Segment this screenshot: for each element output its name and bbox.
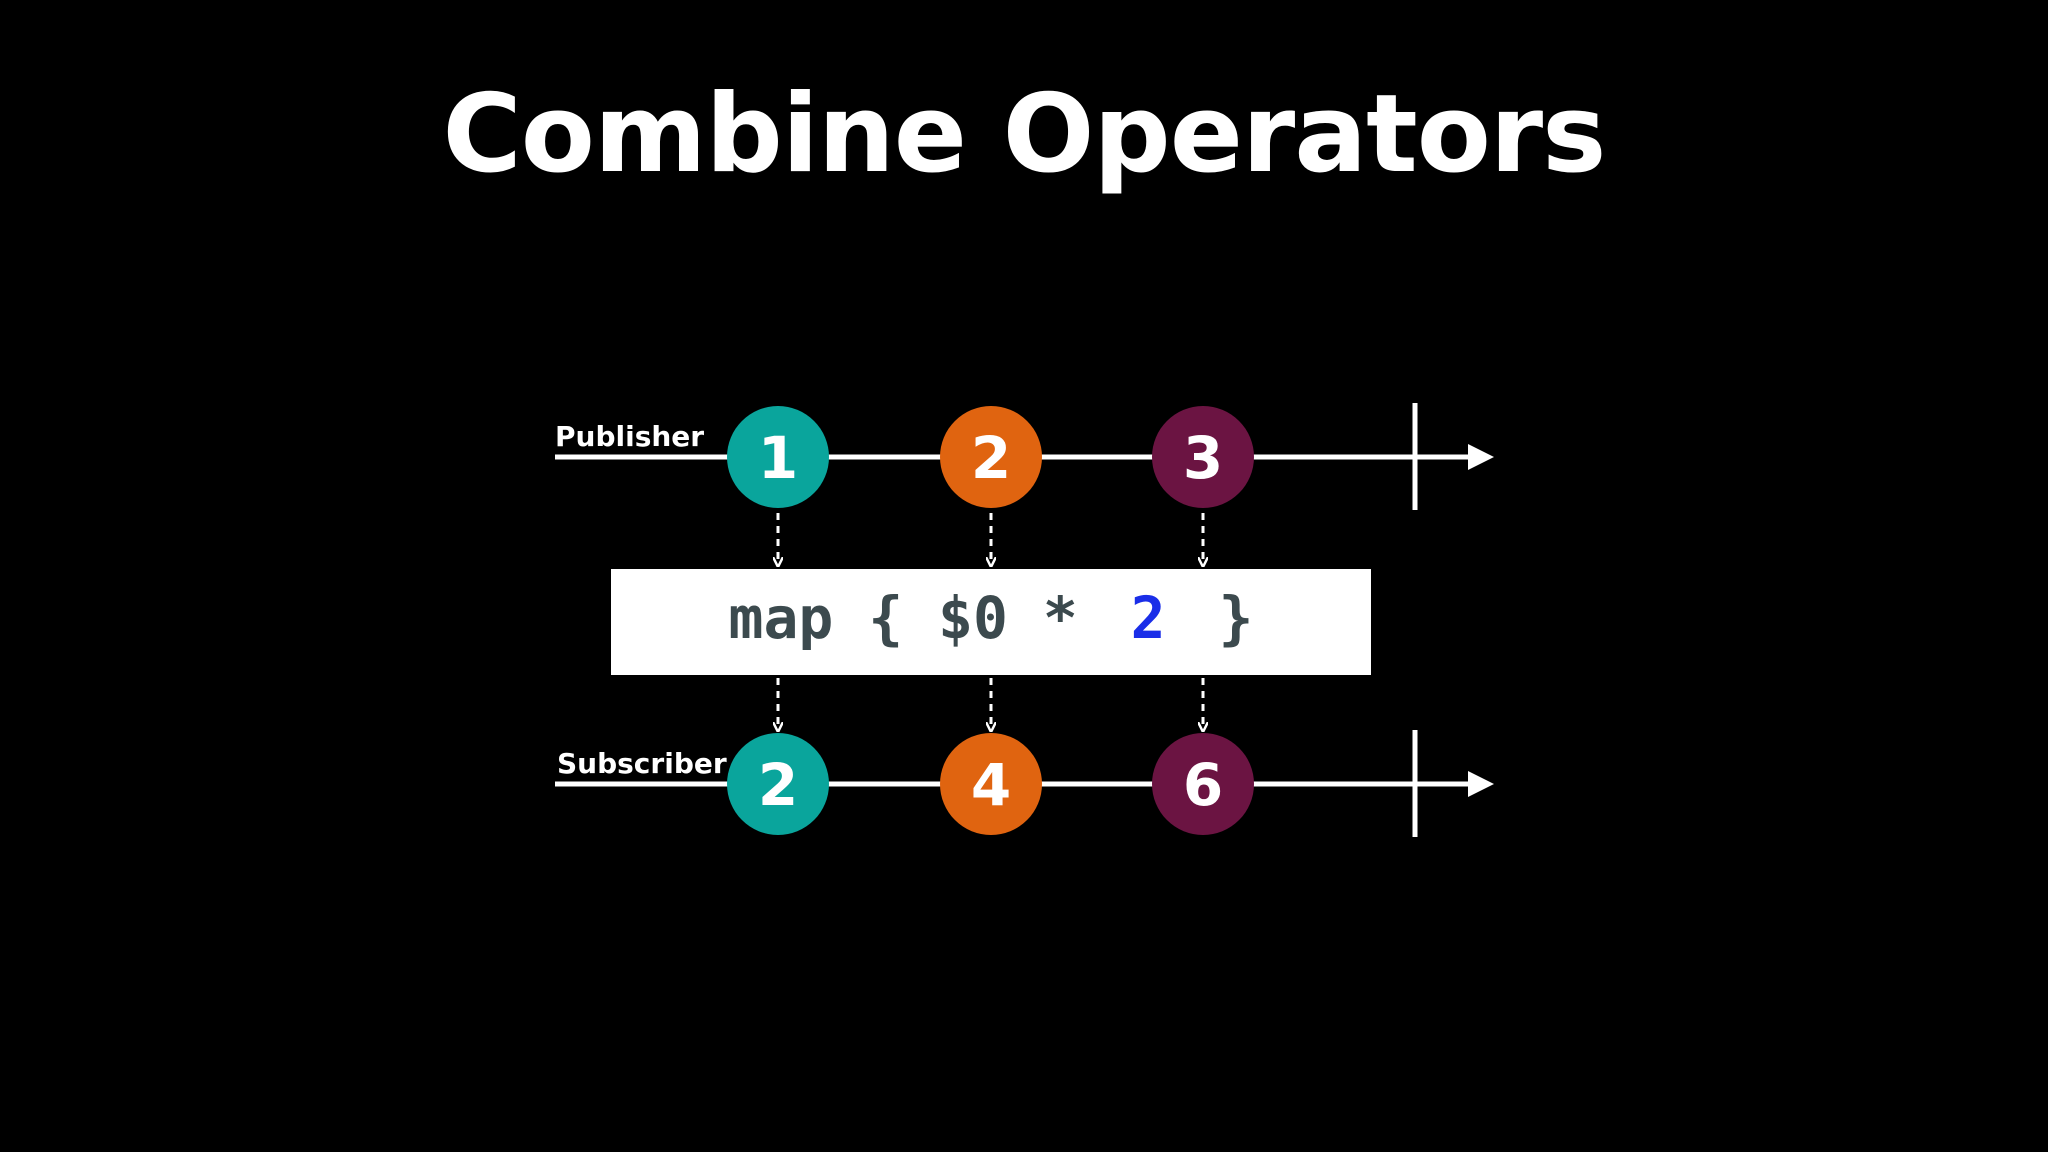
publisher-marble: 2 [940, 406, 1042, 508]
subscriber-timeline: Subscriber 2 4 6 [555, 730, 1494, 837]
slide-title: Combine Operators [442, 72, 1607, 197]
marble-circle [940, 733, 1042, 835]
publisher-marble: 1 [727, 406, 829, 508]
subscriber-marble: 2 [727, 733, 829, 835]
operator-rect [611, 569, 1371, 675]
marble-circle [940, 406, 1042, 508]
marble-value: 4 [971, 751, 1011, 819]
subscriber-label: Subscriber [557, 747, 727, 780]
marble-circle [727, 406, 829, 508]
subscriber-marble: 6 [1152, 733, 1254, 835]
marble-value: 6 [1183, 751, 1223, 819]
marble-circle [1152, 733, 1254, 835]
output-arrows [778, 678, 1203, 727]
publisher-arrow-head [1468, 444, 1494, 470]
marble-value: 1 [758, 424, 798, 492]
marble-circle [1152, 406, 1254, 508]
operator-code-highlight: 2 [1131, 584, 1166, 652]
marble-circle [727, 733, 829, 835]
publisher-label: Publisher [555, 420, 704, 453]
operator-code-prefix: map { $0 * [729, 584, 1078, 652]
publisher-timeline: Publisher 1 2 3 [555, 403, 1494, 510]
subscriber-arrow-head [1468, 771, 1494, 797]
marble-value: 3 [1183, 424, 1223, 492]
publisher-marble: 3 [1152, 406, 1254, 508]
marble-value: 2 [971, 424, 1011, 492]
operator-box: map { $0 * 2 } [611, 569, 1371, 675]
subscriber-marble: 4 [940, 733, 1042, 835]
input-arrows [778, 513, 1203, 562]
operator-code-suffix: } [1219, 584, 1254, 652]
marble-value: 2 [758, 751, 798, 819]
operator-code: map { $0 * 2 } [729, 584, 1254, 652]
